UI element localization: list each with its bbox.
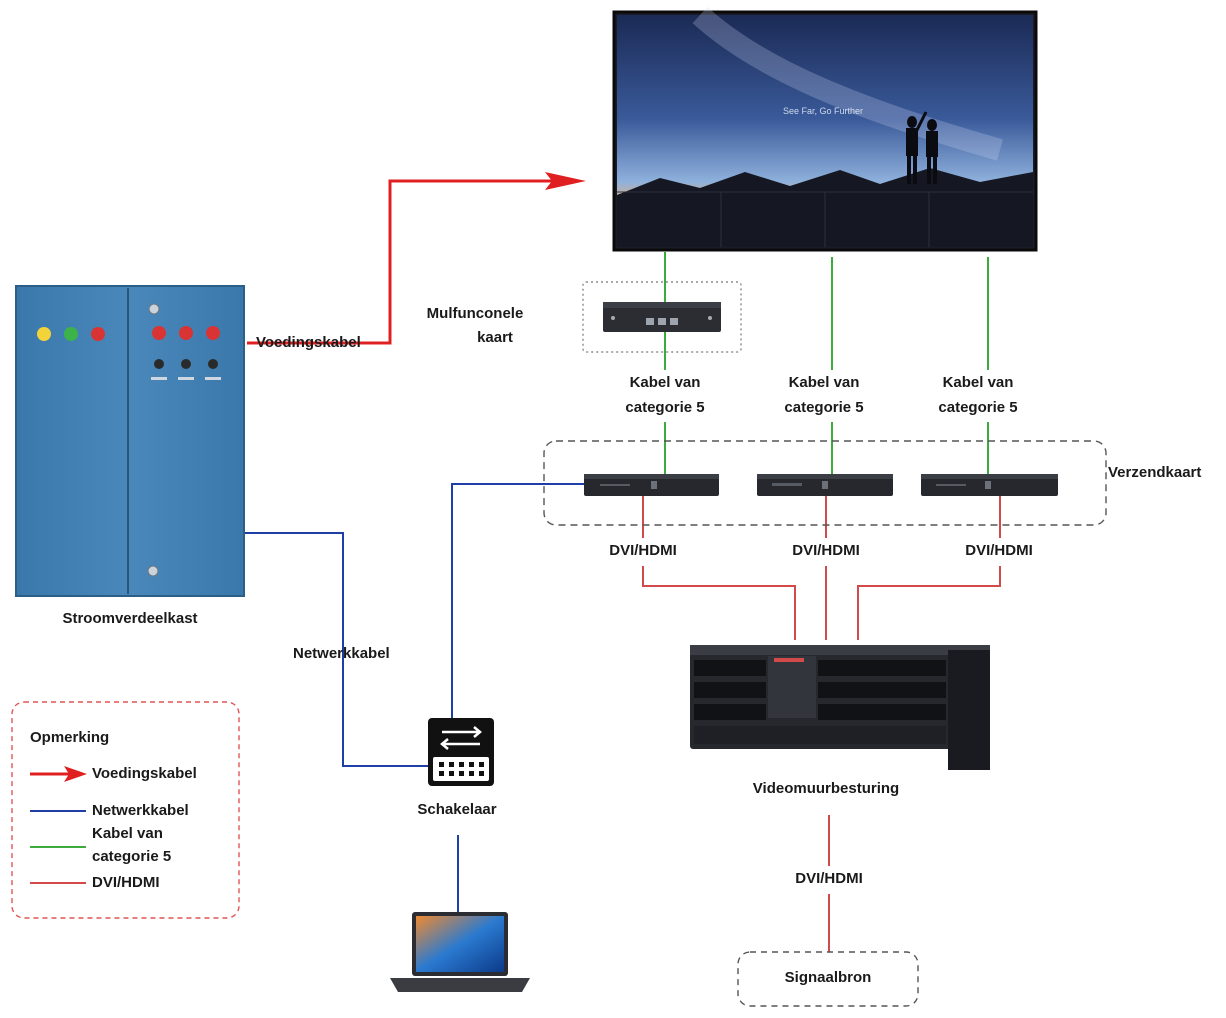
- laptop: [390, 912, 530, 992]
- screen-caption: See Far, Go Further: [783, 106, 864, 116]
- cabinet-label: Stroomverdeelkast: [62, 610, 198, 627]
- cat5-label-3a: Kabel van: [942, 374, 1014, 391]
- cat5-cables: [664, 252, 989, 478]
- power-cable: [247, 172, 586, 345]
- network-switch: [428, 718, 494, 786]
- cat5-label-1b: categorie 5: [625, 399, 705, 416]
- legend-cat5-label-2: categorie 5: [92, 848, 172, 865]
- network-cables: [245, 483, 584, 912]
- legend-power-arrow-icon: [64, 766, 87, 782]
- sending-card-3: [921, 474, 1058, 496]
- legend-power-label: Voedingskabel: [92, 765, 197, 782]
- cat5-label-2a: Kabel van: [788, 374, 860, 391]
- sending-card-label: Verzendkaart: [1108, 464, 1202, 481]
- dvi-label-1: DVI/HDMI: [609, 542, 677, 559]
- controller-label: Videomuurbesturing: [752, 780, 900, 797]
- signal-source-box: [737, 951, 919, 1007]
- network-cable-label: Netwerkkabel: [293, 645, 390, 662]
- led-video-wall: [612, 6, 1038, 252]
- cat5-label-1a: Kabel van: [629, 374, 701, 391]
- multifunctional-card-label-1: Mulfunconele: [426, 305, 524, 322]
- legend-dvi-label: DVI/HDMI: [92, 874, 160, 891]
- dvi-cables: [642, 496, 1001, 952]
- legend-cat5-label-1: Kabel van: [92, 825, 163, 842]
- legend-title: Opmerking: [30, 729, 110, 746]
- dvi-label-source: DVI/HDMI: [795, 870, 863, 887]
- sending-card-2: [757, 474, 893, 496]
- legend-network-label: Netwerkkabel: [92, 802, 189, 819]
- multifunctional-card: [582, 281, 742, 353]
- sending-cards-group: [543, 440, 1107, 526]
- legend-box: [11, 701, 240, 919]
- switch-arrows-icon: [440, 726, 482, 750]
- dvi-label-2: DVI/HDMI: [792, 542, 860, 559]
- dvi-label-3: DVI/HDMI: [965, 542, 1033, 559]
- sending-card-1: [584, 474, 719, 496]
- multifunctional-card-label-2: kaart: [477, 329, 513, 346]
- people-silhouette: [906, 111, 938, 184]
- cat5-label-3b: categorie 5: [938, 399, 1018, 416]
- power-cable-label: Voedingskabel: [256, 334, 361, 351]
- signal-source-label: Signaalbron: [784, 969, 872, 986]
- switch-label: Schakelaar: [417, 801, 497, 818]
- video-wall-controller: [690, 645, 990, 770]
- power-distribution-cabinet: [15, 285, 245, 597]
- cat5-label-2b: categorie 5: [784, 399, 864, 416]
